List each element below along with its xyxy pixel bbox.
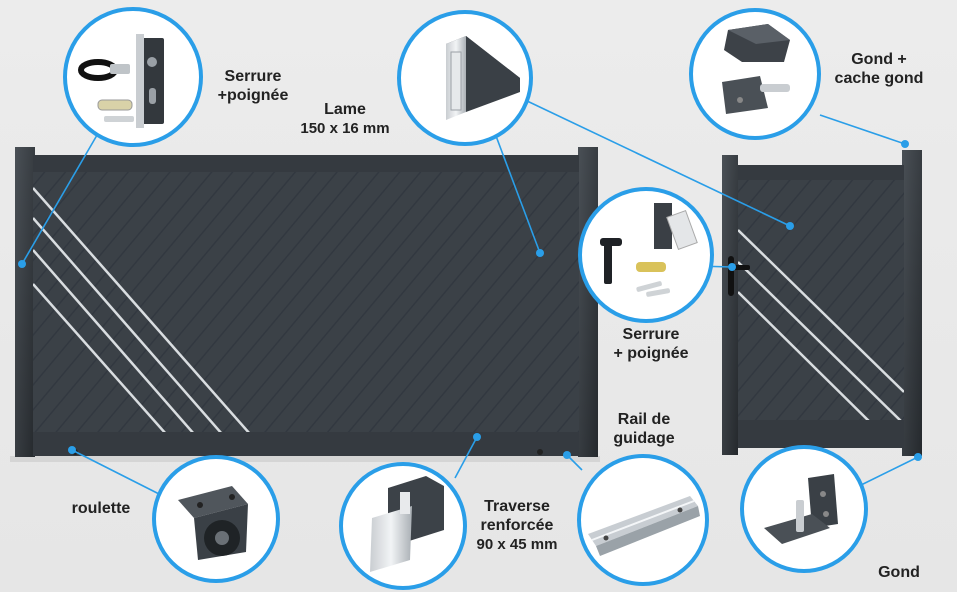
callout-traverse [339,462,467,590]
callout-roulette [152,455,280,583]
gate-bottom-rail [33,432,579,456]
callout-rail [577,454,709,586]
callout-serrure-portail [63,7,203,147]
lock-handle-icon [600,203,698,297]
label-serrure-portail: Serrure +poignée [217,68,289,104]
guide-rail-icon [588,496,700,556]
reinforced-rail-icon [370,476,444,572]
lock-set-icon [78,34,164,128]
pedestrian-decor-lines [738,229,904,424]
gate-post-left [15,147,35,457]
hinge-cover-icon [722,24,790,114]
gate-panel [33,172,579,434]
door-handle [728,256,734,296]
ground-line [10,456,600,462]
pedestrian-post-right [902,150,922,456]
gate-top-rail [33,155,579,175]
wheel-bracket-icon [178,486,248,560]
aluminium-slat-icon [446,36,520,120]
pedestrian-top-rail [738,165,904,183]
hinge-icon [764,474,838,544]
leader-dots [18,140,922,461]
callout-lame [397,10,533,146]
label-serrure-portillon: Serrure + poignée [613,326,689,362]
pedestrian-panel [738,180,904,424]
wheel-right [537,449,543,455]
label-gond-cache: Gond + cache gond [834,51,924,87]
label-gond: Gond [878,564,920,581]
gate-decor-lines [33,187,251,434]
pedestrian-gate [722,150,922,456]
sliding-gate [15,147,598,457]
callout-gond-cache [689,8,821,140]
pedestrian-bottom-rail [738,420,904,448]
callout-gond [740,445,868,573]
label-lame: Lame 150 x 16 mm [300,101,390,137]
label-traverse: Traverse renforcée 90 x 45 mm [476,498,558,553]
label-rail: Rail de guidage [613,411,675,447]
label-roulette: roulette [71,500,131,517]
pedestrian-post-left [722,155,738,455]
callout-serrure-portillon [578,187,714,323]
